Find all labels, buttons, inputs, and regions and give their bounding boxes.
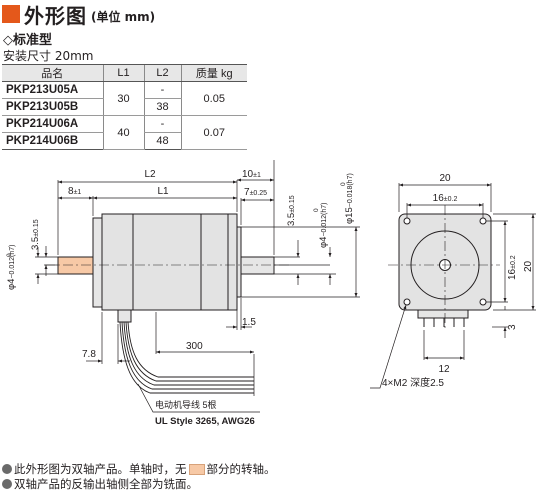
bullet-icon <box>2 464 12 474</box>
l1-value: 40 <box>102 115 144 150</box>
output-shaft <box>240 256 275 275</box>
product-name: PKP213U05A <box>2 81 103 99</box>
dim-1-5: 1.5 <box>242 317 256 328</box>
product-name: PKP213U05B <box>2 98 103 116</box>
mount-hole <box>479 217 487 225</box>
mount-hole <box>403 217 411 225</box>
table-header-row: 品名 L1 L2 质量 kg <box>2 64 247 82</box>
col-header-mass: 质量 kg <box>180 64 247 82</box>
product-name: PKP214U06B <box>2 132 103 150</box>
bullet-icon <box>2 479 12 489</box>
table-row: PKP213U05A 30 - 0.05 <box>2 81 247 116</box>
front-pilot <box>236 226 242 298</box>
mass-value: 0.07 <box>180 115 247 150</box>
motor-body <box>101 213 238 311</box>
note-2: 双轴产品的反输出轴侧全部为铣面。 <box>2 476 198 492</box>
dim-20-right: 20 <box>523 260 534 272</box>
col-header-l2: L2 <box>143 64 181 82</box>
rear-shaft <box>57 256 94 275</box>
l2-value: - <box>143 81 181 99</box>
dim-7-8: 7.8 <box>82 349 96 360</box>
front-dimensions <box>370 183 536 389</box>
lead-note: 电动机导线 5根 <box>155 399 217 410</box>
side-dimension-labels: L2 L1 8±1 10±1 7±0.25 1.5 7.8 300 电动机导线 … <box>6 169 355 427</box>
col-header-name: 品名 <box>2 64 103 82</box>
product-name: PKP214U06A <box>2 115 103 133</box>
section-marker-icon <box>2 5 20 23</box>
rear-flange <box>92 217 103 308</box>
l2-value: - <box>143 115 181 133</box>
dim-phi4-right: φ4−0.012(h7) <box>318 202 329 248</box>
section-header: 外形图 (单位 mm) <box>2 2 156 28</box>
side-dimensions <box>35 160 360 413</box>
dim-16-right: 16±0.2 <box>507 255 518 280</box>
mount-hole <box>479 298 487 306</box>
table-row: PKP214U06A 40 - 0.07 <box>2 115 247 150</box>
lead-outlet <box>117 309 132 323</box>
mount-hole <box>403 298 411 306</box>
page-title: 外形图 <box>24 3 87 28</box>
mass-value: 0.05 <box>180 81 247 116</box>
dim-phi15-upper: 0 <box>340 182 347 186</box>
table-row: PKP213U05B 38 <box>2 98 247 116</box>
dim-phi4-left: φ4−0.012(h7) <box>6 244 17 290</box>
dim-10: 10±1 <box>242 169 261 180</box>
l2-value: 38 <box>143 98 181 116</box>
dim-3: 3 <box>507 324 518 330</box>
dim-300: 300 <box>186 341 203 352</box>
dim-7: 7±0.25 <box>244 187 267 198</box>
mount-size-label: 安装尺寸 20mm <box>3 49 94 63</box>
dim-phi4-right-upper: 0 <box>313 208 320 212</box>
l1-value: 30 <box>102 81 144 116</box>
shaft-color-swatch <box>188 463 205 475</box>
lead-wires <box>119 321 254 394</box>
dim-8: 8±1 <box>68 186 81 197</box>
dim-l2: L2 <box>144 169 156 180</box>
front-view <box>388 205 500 330</box>
table-row: PKP214U06B 48 <box>2 132 247 150</box>
unit-label: (单位 mm) <box>91 9 156 24</box>
dim-3-5-left: 3.5±0.15 <box>30 219 41 250</box>
dim-phi4-left-upper: 0 <box>6 253 13 257</box>
type-subtitle: ◇标准型 <box>3 33 52 48</box>
lead-spec: UL Style 3265, AWG26 <box>155 416 255 427</box>
dim-phi15: φ15−0.018(h7) <box>344 173 355 224</box>
side-view <box>45 213 290 394</box>
screw-note: 4×M2 深度2.5 <box>382 376 444 389</box>
note-2-text: 双轴产品的反输出轴侧全部为铣面。 <box>14 477 198 491</box>
note-1: 此外形图为双轴产品。单轴时，无 部分的转轴。 <box>2 461 276 477</box>
dim-3-5-right: 3.5±0.15 <box>286 195 297 226</box>
front-dimension-labels: 20 16±0.2 20 16±0.2 3 12 4×M2 深度2.5 <box>382 173 534 389</box>
l2-value: 48 <box>143 132 181 150</box>
dim-l1: L1 <box>157 186 169 197</box>
col-header-l1: L1 <box>102 64 144 82</box>
lead-block <box>417 309 469 319</box>
dim-16-top: 16±0.2 <box>433 193 458 204</box>
note-1-text-a: 此外形图为双轴产品。单轴时，无 <box>14 462 187 476</box>
note-1-text-b: 部分的转轴。 <box>206 462 276 476</box>
spec-table: 品名 L1 L2 质量 kg PKP213U05A 30 - 0.05 PKP2… <box>2 64 247 150</box>
dim-20-top: 20 <box>439 173 451 184</box>
dim-12: 12 <box>438 364 450 375</box>
